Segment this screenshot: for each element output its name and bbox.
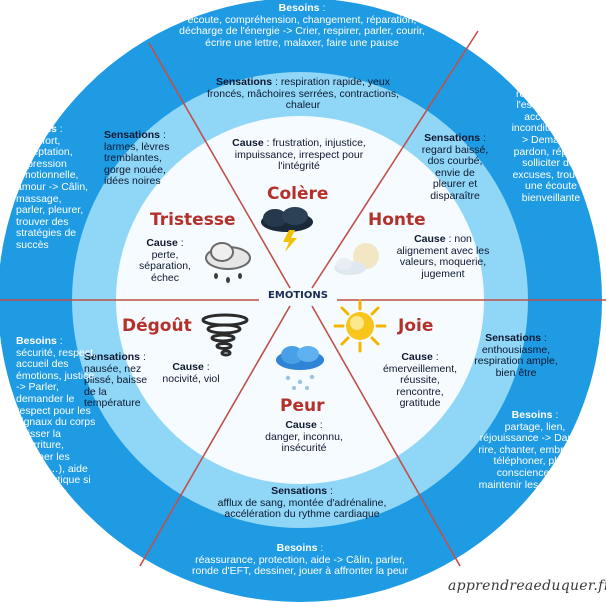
colere-sensations: Sensations : respiration rapide, yeux fr… — [207, 76, 399, 112]
storm-cloud-icon — [261, 207, 313, 252]
honte-besoins: Besoins :restauration de l'estime de soi… — [511, 76, 591, 204]
colere-besoins: Besoins :écoute, compréhension, changeme… — [179, 2, 425, 49]
center-label: EMOTIONS — [268, 290, 328, 301]
peur-besoins: Besoins :réassurance, protection, aide -… — [191, 542, 409, 578]
emotion-honte: Honte — [368, 210, 426, 230]
peur-sensations: Sensations :afflux de sang, montée d'adr… — [217, 485, 387, 521]
sector-dividers — [0, 30, 606, 567]
peur-cause: Cause :danger, inconnu, insécurité — [265, 419, 343, 455]
honte-sensations: Sensations :regard baissé, dos courbé, e… — [421, 132, 489, 202]
emotion-degout: Dégoût — [122, 316, 192, 336]
tristesse-besoins: Besoins :réconfort, acceptation, express… — [16, 123, 89, 251]
emotion-colere: Colère — [267, 184, 329, 204]
emotion-peur: Peur — [280, 396, 325, 416]
snow-cloud-icon — [276, 346, 324, 390]
moon-cloud-icon — [334, 243, 379, 275]
degout-besoins: Besoins :sécurité, respect, accueil des … — [16, 335, 96, 498]
tornado-icon — [201, 313, 249, 357]
emotion-tristesse: Tristesse — [150, 210, 236, 230]
joie-cause: Cause :émerveillement, réussite, rencont… — [382, 351, 458, 410]
degout-sensations: Sensations :nausée, nez plissé, baisse d… — [84, 351, 148, 410]
joie-besoins: Besoins :partage, lien, réjouissance -> … — [478, 409, 592, 491]
rain-cloud-icon — [205, 242, 251, 283]
tristesse-cause: Cause :perte, séparation, échec — [139, 237, 191, 284]
inner-disk — [116, 116, 484, 484]
degout-cause: Cause :nocivité, viol — [162, 361, 220, 385]
sun-icon — [333, 299, 387, 353]
tristesse-sensations: Sensations :larmes, lèvres tremblantes, … — [104, 129, 170, 188]
colere-cause: Cause : frustration, injustice, impuissa… — [232, 137, 366, 173]
emotion-joie: Joie — [398, 316, 434, 336]
joie-sensations: Sensations :enthousiasme, respiration am… — [474, 332, 558, 379]
honte-cause: Cause : non alignement avec les valeurs,… — [396, 233, 490, 280]
site-credit: apprendreaeduquer.fr — [448, 578, 606, 594]
